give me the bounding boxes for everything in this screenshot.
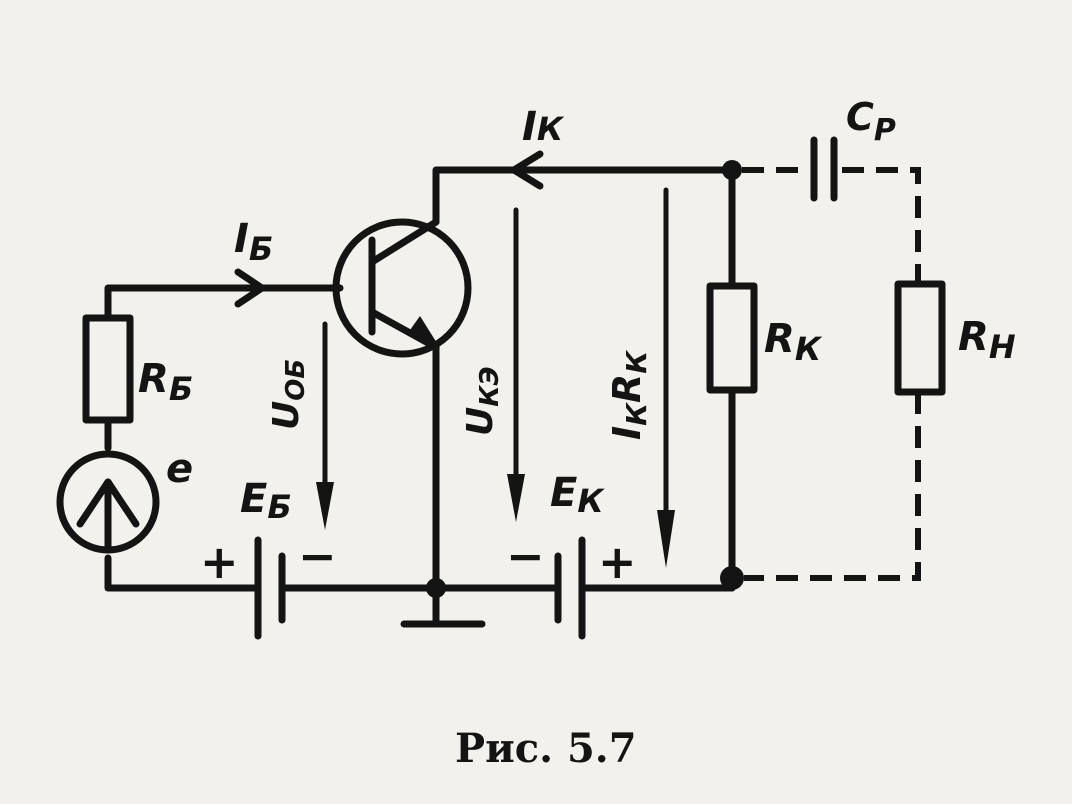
- label-cp: CР: [846, 95, 896, 148]
- label-uke: UКЭ: [460, 366, 505, 436]
- voltage-arrow-uob: [316, 321, 334, 530]
- battery-ek: [554, 536, 586, 640]
- figure-caption: Рис. 5.7: [455, 725, 637, 772]
- transistor: [332, 218, 472, 358]
- label-e-source: e: [166, 446, 193, 492]
- transistor-leads: [432, 166, 736, 592]
- label-uob: UОБ: [266, 359, 311, 430]
- battery-eb-minus: −: [298, 529, 337, 583]
- base-current-arrow: [234, 268, 266, 308]
- resistor-rb: [82, 314, 134, 424]
- collector-current-arrow: [510, 150, 544, 190]
- label-ek: EК: [550, 470, 605, 520]
- voltage-arrow-uke: [507, 207, 525, 522]
- battery-eb: [254, 536, 286, 640]
- resistor-rk-branch: [706, 160, 758, 592]
- label-rk: RК: [764, 316, 823, 368]
- load-circuit: [742, 136, 946, 581]
- battery-eb-plus: +: [200, 535, 239, 589]
- label-eb: EБ: [240, 476, 292, 526]
- signal-source-e: [56, 450, 160, 554]
- battery-ek-minus: −: [506, 529, 545, 583]
- label-ikrk: IКRК: [605, 349, 653, 440]
- label-ib: IБ: [234, 216, 273, 268]
- label-rb: RБ: [138, 356, 193, 408]
- voltage-arrow-ikrk: [657, 187, 675, 568]
- label-rn: RН: [958, 314, 1016, 366]
- label-ik: IК: [522, 104, 565, 150]
- ground-symbol: [400, 578, 486, 628]
- battery-ek-plus: +: [598, 535, 637, 589]
